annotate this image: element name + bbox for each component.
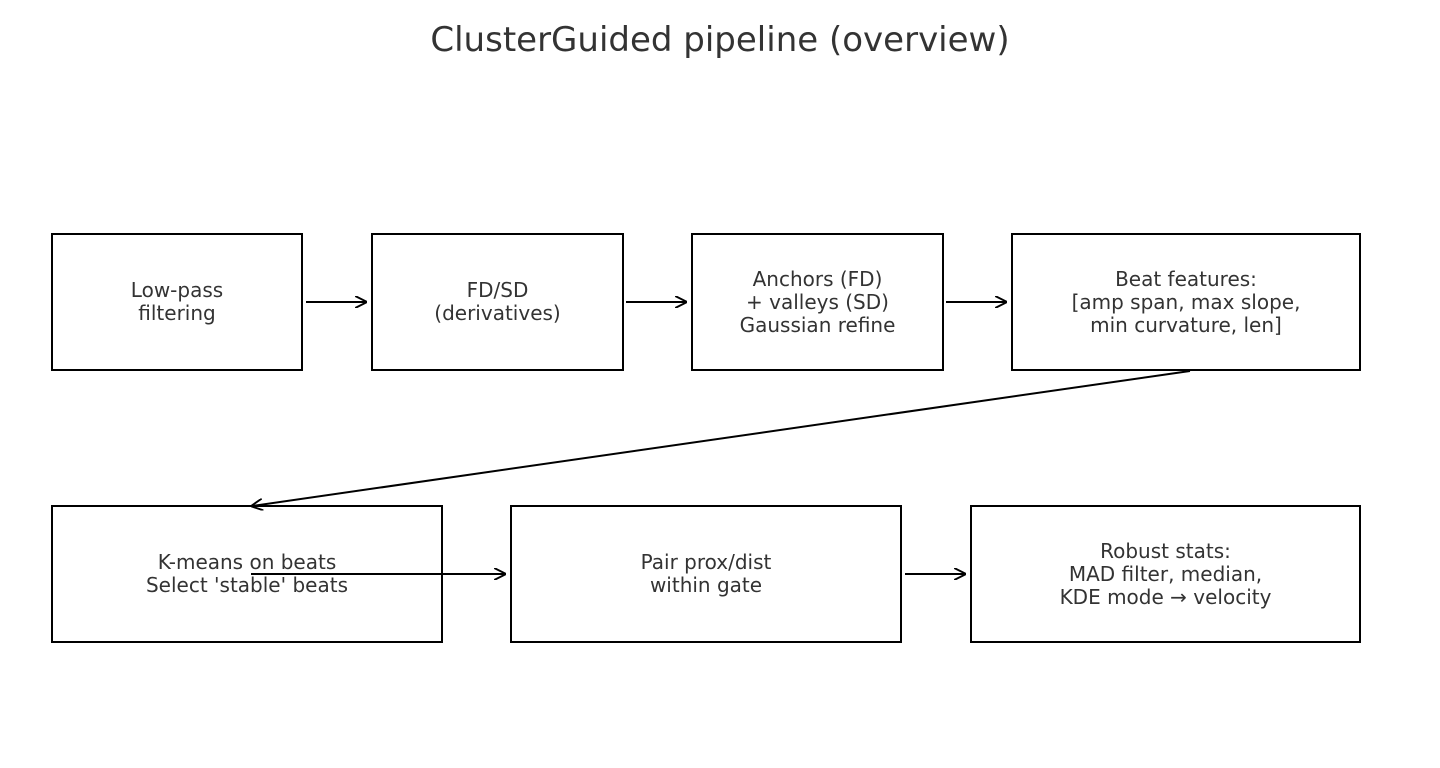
step-box-derivatives: FD/SD (derivatives) xyxy=(371,233,624,371)
step-box-lowpass: Low-pass filtering xyxy=(51,233,303,371)
step-label-kmeans: K-means on beats Select 'stable' beats xyxy=(145,550,348,597)
step-label-lowpass: Low-pass filtering xyxy=(130,278,224,325)
step-label-pair-gate: Pair prox/dist within gate xyxy=(640,550,772,597)
step-box-anchors: Anchors (FD) + valleys (SD) Gaussian ref… xyxy=(691,233,944,371)
step-box-robust-stats: Robust stats: MAD filter, median, KDE mo… xyxy=(970,505,1361,643)
step-box-beat-features: Beat features: [amp span, max slope, min… xyxy=(1011,233,1361,371)
diagram-title: ClusterGuided pipeline (overview) xyxy=(430,20,1010,60)
step-box-pair-gate: Pair prox/dist within gate xyxy=(510,505,902,643)
arrow-beat-features-to-kmeans xyxy=(252,370,1191,506)
step-label-derivatives: FD/SD (derivatives) xyxy=(434,278,561,325)
step-label-anchors: Anchors (FD) + valleys (SD) Gaussian ref… xyxy=(739,266,896,337)
step-label-beat-features: Beat features: [amp span, max slope, min… xyxy=(1071,266,1301,337)
step-label-robust-stats: Robust stats: MAD filter, median, KDE mo… xyxy=(1059,538,1272,609)
step-box-kmeans: K-means on beats Select 'stable' beats xyxy=(51,505,443,643)
